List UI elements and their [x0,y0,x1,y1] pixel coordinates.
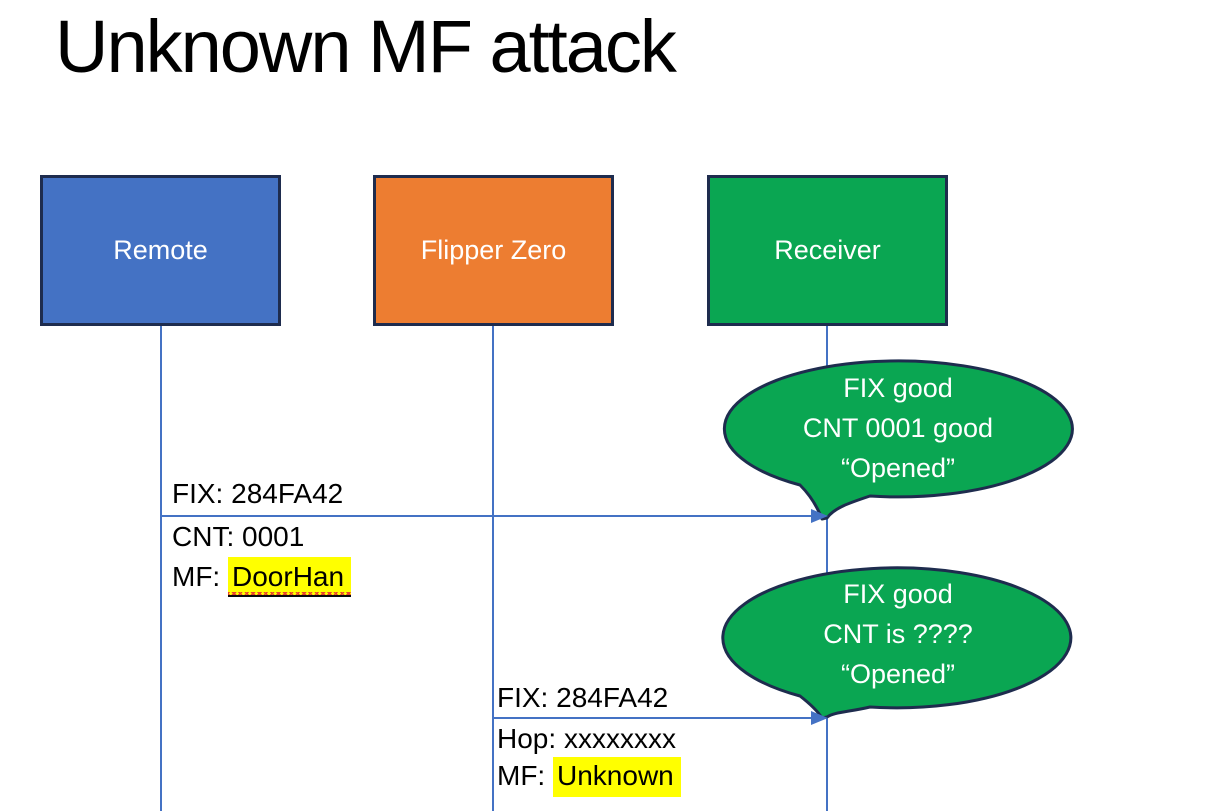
actor-label-receiver: Receiver [774,235,881,265]
callout-1-line-3: “Opened” [840,453,956,483]
callout-2-line-3: “Opened” [840,659,956,689]
message-2-mf-value-highlighted: Unknown [553,757,681,797]
callout-2-text: FIX good CNT is ???? “Opened” [726,574,1070,694]
actor-label-flipper-zero: Flipper Zero [420,235,567,265]
arrowhead-icon-1 [811,509,828,523]
message-2-mf-label: MF: Unknown [497,757,681,797]
message-2-mf-prefix: MF: [497,760,553,791]
message-1-mf-value-highlighted: DoorHan [228,557,352,597]
callout-1-line-1: FIX good [843,373,953,403]
callout-1-line-2: CNT 0001 good [802,413,994,443]
message-1-mf-prefix: MF: [172,561,228,592]
message-1-cnt-value: 0001 [242,521,305,552]
message-1-fix-label: FIX: 284FA42 [172,478,344,509]
message-2-hop-prefix: Hop: [497,723,564,754]
message-1-mf-label: MF: DoorHan [172,557,352,597]
actor-box-flipper-zero: Flipper Zero [373,175,614,326]
callout-1-text: FIX good CNT 0001 good “Opened” [726,368,1070,488]
callout-bubble-1 [722,359,1074,521]
arrowhead-icon-2 [811,711,828,725]
message-2-hop-label: Hop: xxxxxxxx [497,722,676,761]
callout-2-line-1: FIX good [843,579,953,609]
actor-box-receiver: Receiver [707,175,948,326]
callout-2-line-2: CNT is ???? [823,619,973,649]
message-1-cnt-prefix: CNT: [172,521,242,552]
message-1-cnt-label: CNT: 0001 [172,520,304,554]
message-arrow-2-line [493,717,813,719]
page-title: Unknown MF attack [55,5,677,88]
message-2-fix-label: FIX: 284FA42 [497,682,669,713]
lifeline-receiver [826,326,828,811]
message-arrow-1-line [161,515,813,517]
message-2-hop-value: xxxxxxxx [563,722,676,761]
actor-box-remote: Remote [40,175,281,326]
actor-label-remote: Remote [113,235,208,265]
callout-bubble-2 [721,566,1073,720]
lifeline-flipper-zero [492,326,494,811]
lifeline-remote [160,326,162,811]
